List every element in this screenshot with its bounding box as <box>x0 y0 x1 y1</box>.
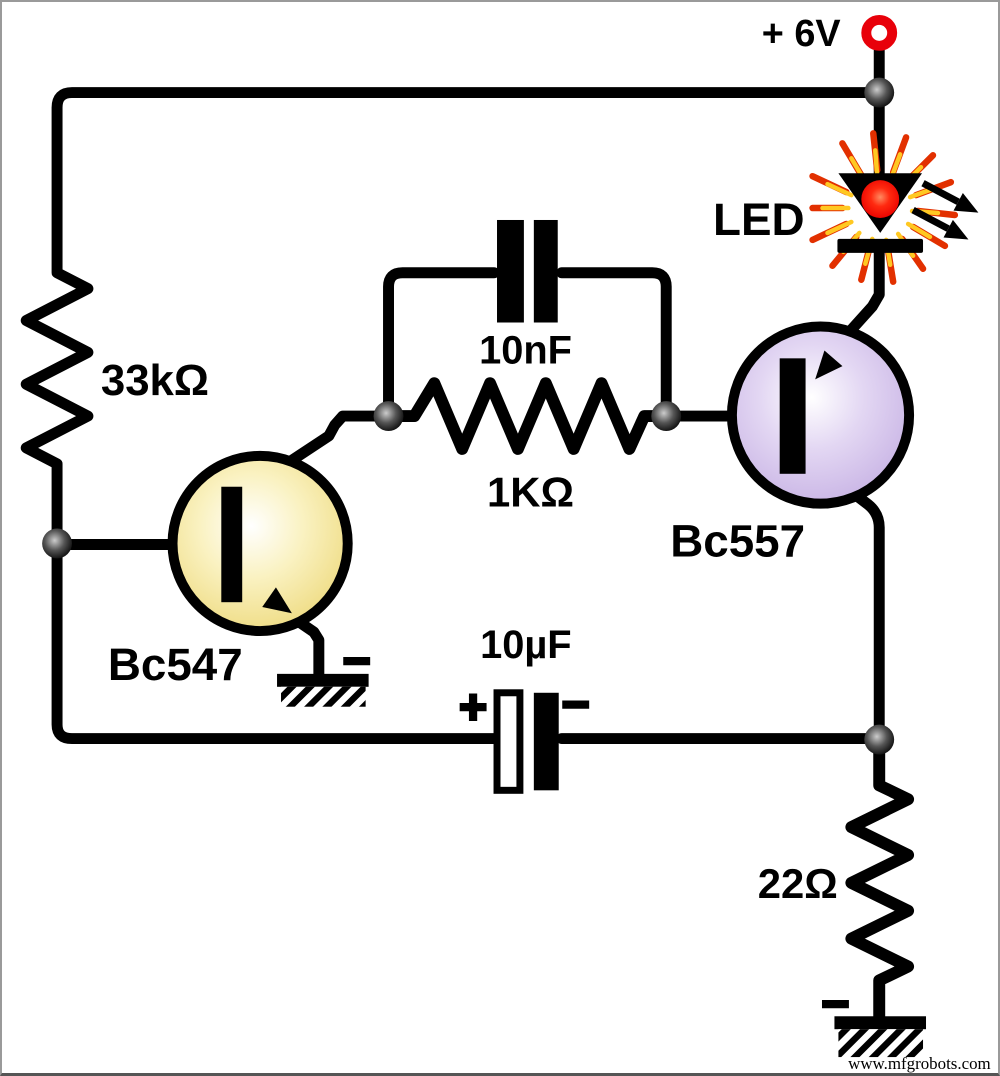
q2-transistor-bc557 <box>726 321 915 509</box>
c2-capacitor <box>493 689 559 794</box>
led-emission-arrow-2 <box>911 206 969 240</box>
c1-left-lead <box>383 267 500 422</box>
junction-top <box>864 77 895 108</box>
c1-capacitor <box>497 219 558 323</box>
q1-ground-minus-sign: − <box>343 635 371 688</box>
q2-body <box>726 321 915 509</box>
q1-ground <box>277 673 369 707</box>
supply-label: + 6V <box>762 13 841 55</box>
c2-plate-negative <box>533 692 559 791</box>
watermark: www.mfgrobots.com <box>848 1054 991 1073</box>
r3-label: 22Ω <box>758 860 838 907</box>
q1-transistor-bc547 <box>167 450 353 637</box>
q1-collector-wire <box>235 410 394 500</box>
bottom-ground <box>834 1016 927 1058</box>
q2-emitter-arrow <box>815 350 843 380</box>
q1-ground-bar <box>277 673 369 687</box>
junction-left <box>42 528 72 559</box>
r2-label: 1KΩ <box>487 469 574 516</box>
junction-dots <box>42 77 895 755</box>
c2-minus-sign: − <box>562 679 590 732</box>
c1-right-lead <box>556 267 672 422</box>
led-red-dot <box>861 180 900 218</box>
q1-base-bar <box>221 486 243 603</box>
q2-base-bar <box>779 358 806 474</box>
r2-resistor-body <box>382 377 673 455</box>
labels: + 6V LED 33kΩ 10nF 1KΩ Bc547 Bc557 10µF … <box>101 13 991 1073</box>
led-label: LED <box>713 194 805 245</box>
c2-label: 10µF <box>480 623 572 667</box>
led-cathode-bar <box>837 238 924 253</box>
supply-terminal <box>861 14 898 51</box>
bottom-ground-minus-sign: − <box>821 978 849 1031</box>
top-left-rail-wire <box>20 87 885 745</box>
c2-plus-sign: + <box>459 682 487 735</box>
q1-emitter-arrow <box>262 587 292 614</box>
led-symbol <box>837 173 979 253</box>
q1-label: Bc547 <box>108 639 243 690</box>
bottom-ground-bar <box>834 1016 927 1030</box>
q2-collector-wire <box>799 450 885 746</box>
q2-label: Bc557 <box>670 515 805 566</box>
c1-label: 10nF <box>479 328 572 372</box>
c2-plate-positive <box>493 689 524 794</box>
junction-r2-right <box>651 401 682 431</box>
q1-ground-hatch <box>281 686 366 707</box>
junction-r2-left <box>373 401 404 431</box>
q1-body <box>167 450 353 637</box>
junction-bottom <box>864 724 895 755</box>
bottom-ground-hatch <box>838 1029 924 1058</box>
r3-resistor-body <box>845 733 915 1025</box>
led-emission-arrow-1 <box>921 180 979 213</box>
c1-plate-right <box>533 219 558 323</box>
r1-label: 33kΩ <box>101 356 209 405</box>
c1-plate-left <box>497 219 524 323</box>
